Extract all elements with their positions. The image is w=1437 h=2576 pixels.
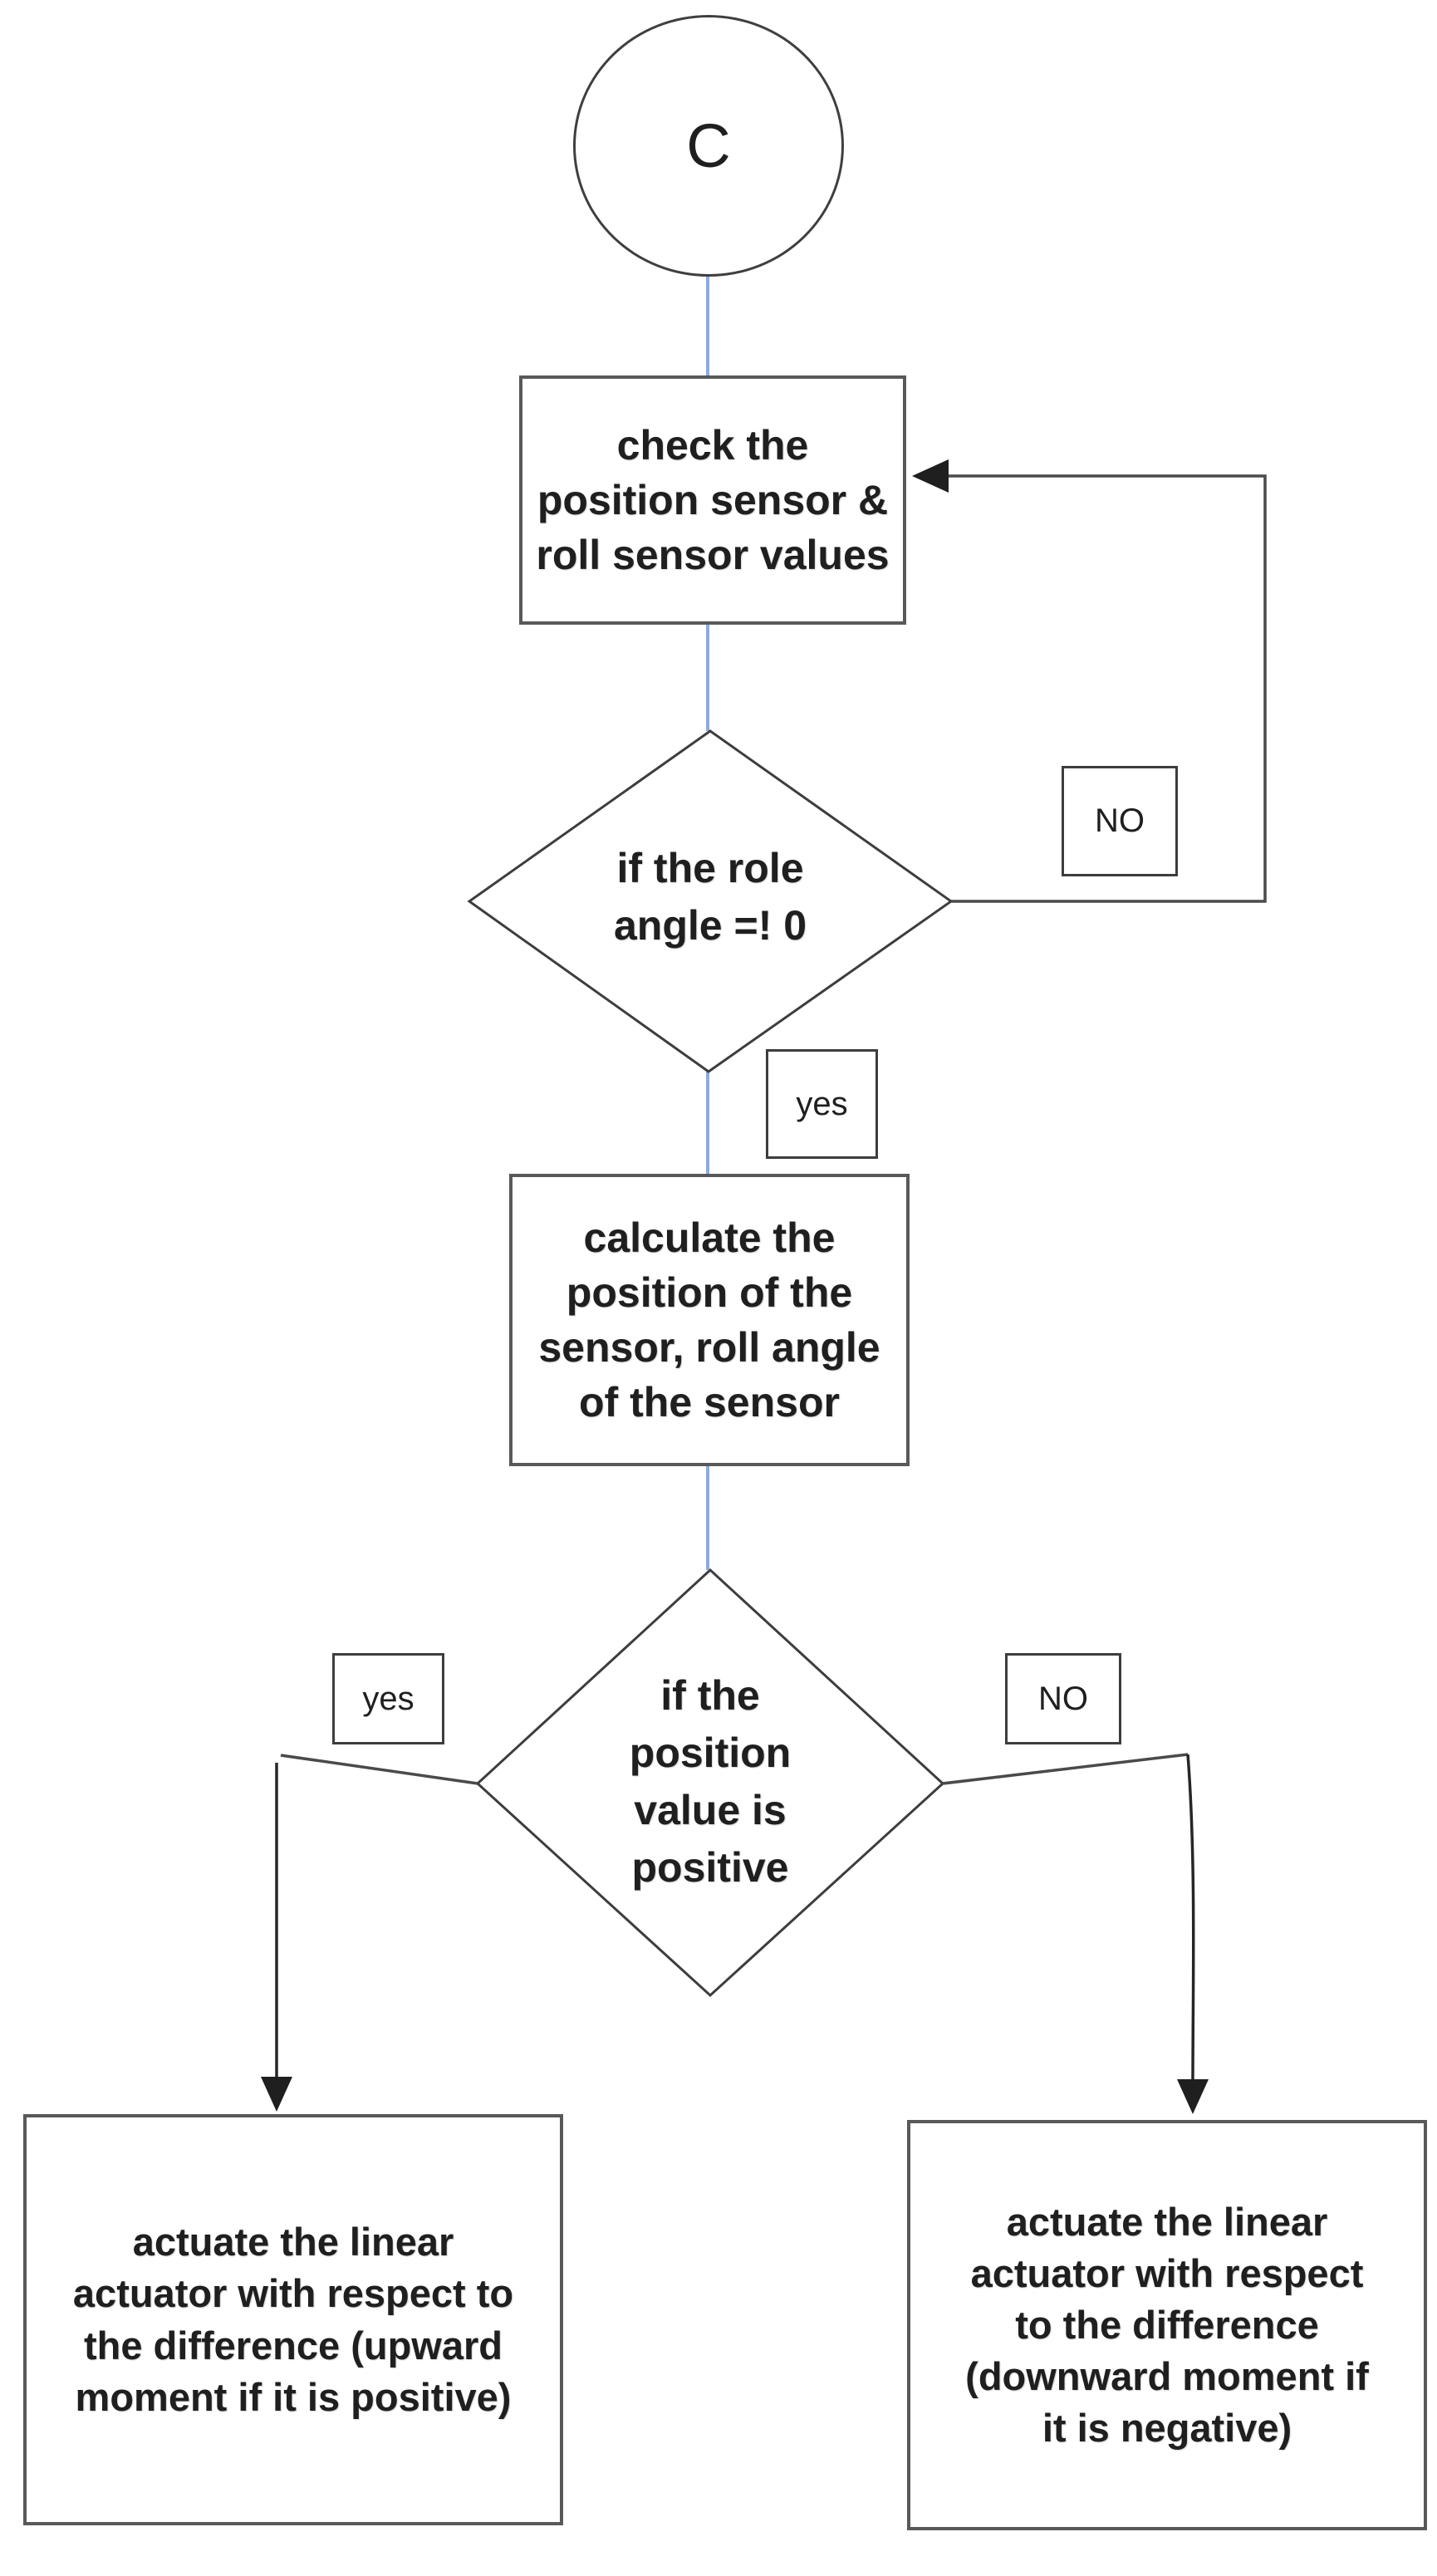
start-terminator: C bbox=[573, 15, 844, 277]
decision-position-label: if the position value is positive bbox=[544, 1599, 876, 1965]
no-branch-arrowhead bbox=[1177, 2079, 1209, 2114]
no-tag-decision2: NO bbox=[1005, 1653, 1121, 1744]
decision-roll-text: if the role angle =! 0 bbox=[613, 845, 807, 949]
decision-roll-label: if the role angle =! 0 bbox=[544, 810, 876, 984]
decision-position-text: if the position value is positive bbox=[629, 1672, 792, 1891]
no-loop-line bbox=[943, 474, 1267, 903]
start-label: C bbox=[686, 111, 731, 180]
yes-tag-decision2: yes bbox=[332, 1653, 444, 1744]
process-actuate-downward-label: actuate the linear actuator with respect… bbox=[965, 2199, 1369, 2451]
no-branch-down-line bbox=[1186, 1754, 1195, 2088]
no-branch-line bbox=[942, 1753, 1189, 1785]
process-actuate-downward: actuate the linear actuator with respect… bbox=[907, 2120, 1427, 2530]
process-calculate-label: calculate the position of the sensor, ro… bbox=[538, 1214, 880, 1425]
yes-tag-decision2-label: yes bbox=[362, 1680, 414, 1717]
decision-roll-diamond bbox=[467, 729, 954, 1073]
yes-tag-decision1-label: yes bbox=[796, 1085, 848, 1122]
no-tag-loop: NO bbox=[1062, 766, 1178, 876]
yes-branch-arrowhead bbox=[261, 2077, 292, 2112]
no-tag-loop-label: NO bbox=[1095, 802, 1145, 839]
no-tag-decision2-label: NO bbox=[1038, 1680, 1088, 1717]
process-check-sensors-label: check the position sensor & roll sensor … bbox=[536, 422, 890, 578]
process-actuate-upward-label: actuate the linear actuator with respect… bbox=[72, 2220, 514, 2419]
yes-branch-line bbox=[280, 1754, 478, 1785]
process-actuate-upward: actuate the linear actuator with respect… bbox=[23, 2114, 563, 2525]
no-loop-arrowhead bbox=[912, 459, 949, 493]
process-check-sensors: check the position sensor & roll sensor … bbox=[519, 375, 906, 625]
process-calculate: calculate the position of the sensor, ro… bbox=[509, 1174, 910, 1466]
decision-position-diamond bbox=[475, 1568, 945, 1998]
yes-tag-decision1: yes bbox=[766, 1049, 878, 1159]
